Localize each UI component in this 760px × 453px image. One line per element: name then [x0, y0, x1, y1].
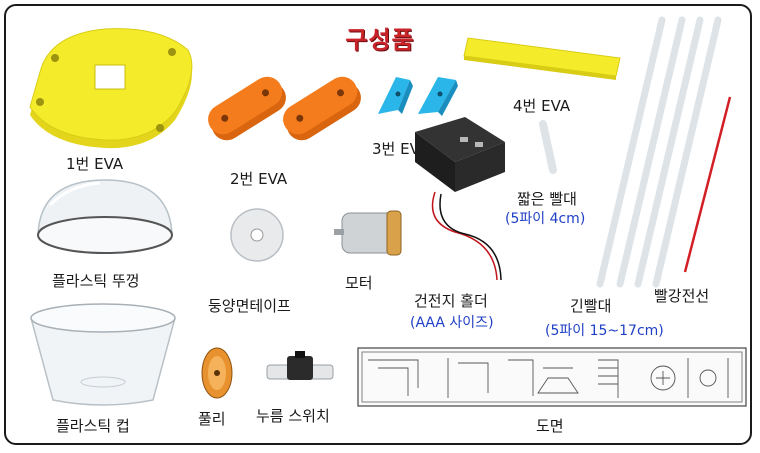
push-switch-image	[266, 351, 334, 380]
battery-holder-image	[415, 117, 505, 281]
plastic-dome-image	[37, 179, 173, 254]
motor-label: 모터	[345, 274, 373, 292]
eva2-bars-image	[208, 76, 361, 141]
eva1-plate-image	[29, 28, 193, 149]
long-straw-label: 긴빨대	[570, 297, 612, 315]
eva3-wedges-image	[378, 77, 458, 116]
battery-label: 건전지 홀더	[414, 292, 488, 310]
eva3-label: 3번 EVA	[372, 140, 430, 158]
switch-label: 누름 스위치	[256, 407, 330, 425]
short-straw-label: 짧은 빨대	[517, 190, 577, 208]
eva2-label: 2번 EVA	[230, 170, 288, 188]
battery-sub-label: (AAA 사이즈)	[410, 315, 494, 331]
pulley-label: 풀리	[198, 410, 226, 428]
eva1-label: 1번 EVA	[66, 155, 124, 173]
dome-label: 플라스틱 뚜껑	[52, 272, 140, 290]
tape-label: 둥양면테이프	[208, 297, 291, 315]
red-wire-image	[683, 96, 732, 273]
plastic-cup-image	[30, 303, 176, 406]
double-tape-image	[230, 208, 284, 262]
red-wire-label: 빨강전선	[654, 287, 710, 305]
page-title: 구성품	[345, 25, 415, 54]
blueprint-label: 도면	[536, 417, 564, 435]
pulley-image	[201, 347, 233, 399]
cup-label: 플라스틱 컵	[56, 417, 130, 435]
blueprint-image	[357, 347, 747, 407]
long-straw-sub-label: (5파이 15~17cm)	[545, 323, 664, 339]
motor-image	[334, 210, 402, 256]
short-straw-image	[539, 120, 557, 174]
eva4-strip-image	[463, 37, 621, 80]
long-straws-image	[596, 16, 722, 288]
short-straw-sub-label: (5파이 4cm)	[505, 211, 586, 227]
eva4-label: 4번 EVA	[513, 97, 571, 115]
